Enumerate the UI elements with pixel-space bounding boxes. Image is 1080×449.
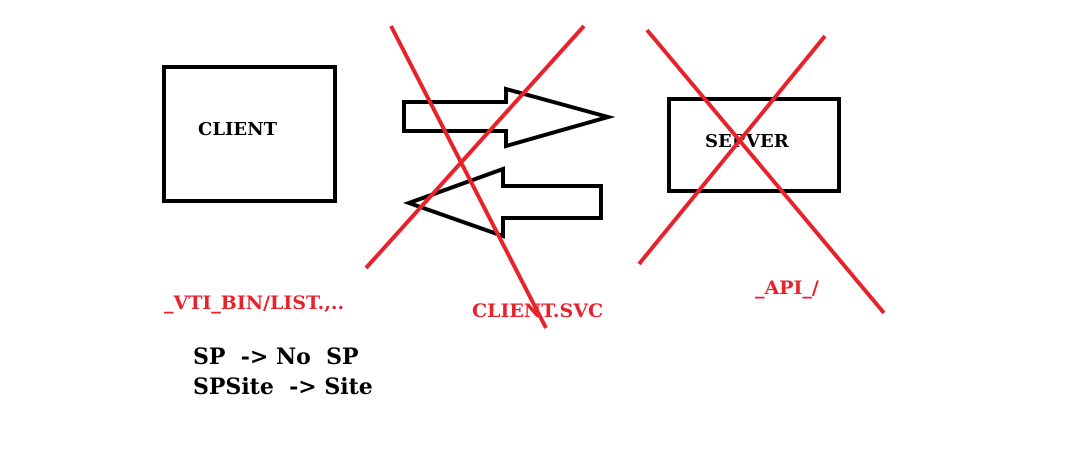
client-svc-label: CLIENT.SVC <box>472 300 603 322</box>
server-box-label: SERVER <box>705 131 790 152</box>
response-arrow <box>403 166 603 239</box>
arrows-strike-cross <box>364 24 586 329</box>
strike-line-a <box>389 25 548 329</box>
server-strike-cross <box>637 28 886 315</box>
strike-line-d <box>637 34 827 266</box>
request-arrow <box>402 86 616 149</box>
strike-line-b <box>364 24 586 270</box>
vti-bin-label: _VTI_BIN/LIST.,.. <box>164 292 344 314</box>
note-line-2: SPSite -> Site <box>193 374 373 400</box>
client-box-label: CLIENT <box>198 119 278 140</box>
strike-line-c <box>645 28 886 315</box>
client-box <box>162 65 337 203</box>
api-label: _API_/ <box>755 277 819 299</box>
server-box <box>667 97 841 193</box>
note-line-1: SP -> No SP <box>193 344 359 370</box>
